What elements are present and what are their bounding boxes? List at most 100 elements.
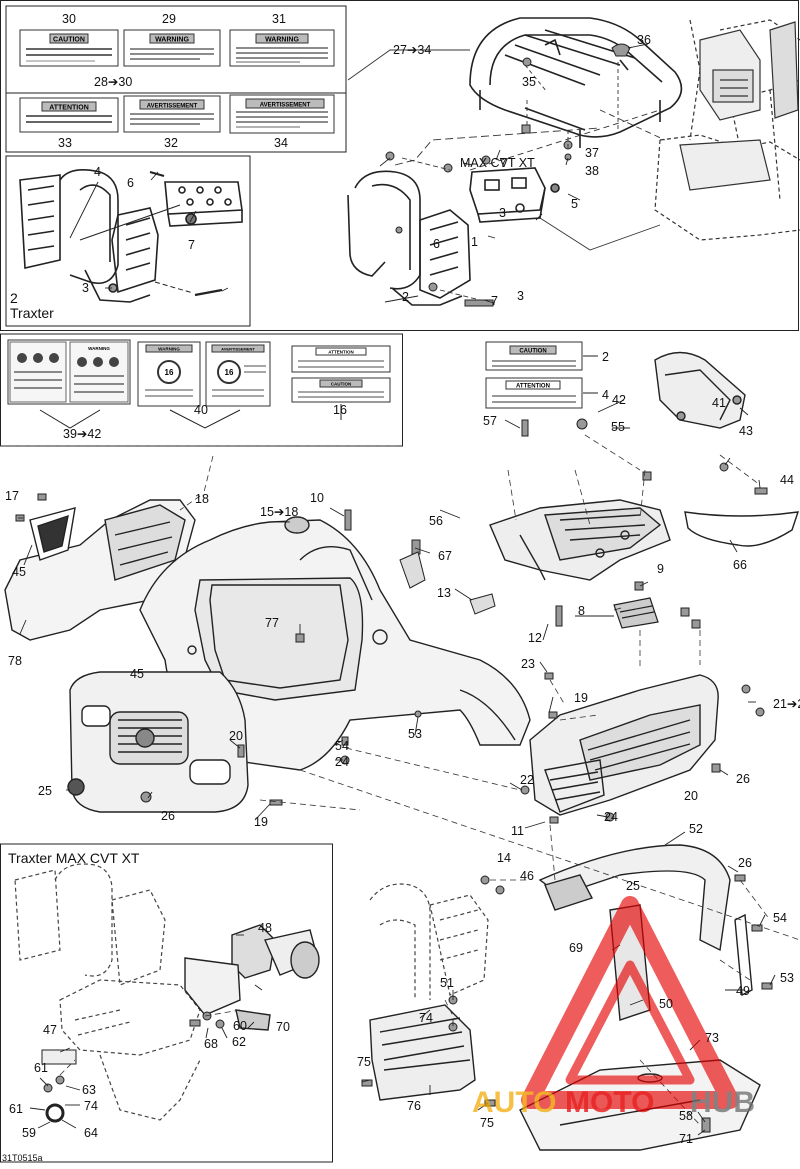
svg-text:CAUTION: CAUTION (331, 382, 352, 387)
callout-96: 64 (84, 1126, 98, 1140)
callout-55: 21➔22 (773, 697, 800, 711)
callout-8: 35 (522, 75, 536, 89)
callout-74: 54 (773, 911, 787, 925)
callout-82: 70 (276, 1020, 290, 1034)
callout-11: 38 (585, 164, 599, 178)
callout-37: 39➔42 (63, 427, 101, 441)
decal-panel-top (5, 5, 347, 153)
callout-64: 20 (684, 789, 698, 803)
watermark-triangle-inner (565, 960, 695, 1085)
rear-storage-tray-drawing (489, 499, 671, 581)
callout-60: 25 (38, 784, 52, 798)
callout-93: 75 (480, 1116, 494, 1130)
top-section-frame (0, 0, 799, 331)
shield-40-drawing (684, 511, 800, 547)
decal-31-title: WARNING (265, 37, 299, 44)
rear-fender-drawing (529, 674, 719, 816)
left-fender-drawing (4, 499, 196, 641)
callout-50: 77 (265, 616, 279, 630)
callout-1: 29 (162, 12, 176, 26)
callout-45: 67 (438, 549, 452, 563)
panel-title-traxter-max-bottom: Traxter MAX CVT XT (8, 850, 140, 866)
callout-30: 42 (612, 393, 626, 407)
callout-27: 2 (602, 350, 609, 364)
callout-25: 7 (491, 294, 498, 308)
callout-72: 25 (626, 879, 640, 893)
callout-69: 14 (497, 851, 511, 865)
callout-77: 49 (736, 984, 750, 998)
callout-34: 57 (483, 414, 497, 428)
bumper-inset-drawing (19, 169, 243, 303)
callout-7: 27➔34 (393, 43, 431, 57)
watermark-triangle-outer (521, 896, 739, 1109)
callout-4: 33 (58, 136, 72, 150)
callout-75: 69 (569, 941, 583, 955)
traxter-max-panel-bottom (0, 843, 333, 1163)
callout-42: 10 (310, 491, 324, 505)
callout-3: 28➔30 (94, 75, 132, 89)
decal-34-title: AVERTISSEMENT (260, 103, 311, 109)
callout-18: MAX CVT XT (460, 156, 535, 170)
callout-86: 73 (705, 1031, 719, 1045)
knob-36 (611, 43, 631, 57)
callout-44: 45 (12, 565, 26, 579)
callout-13: 6 (127, 176, 134, 190)
callout-38: 40 (194, 403, 208, 417)
callout-39: 16 (333, 403, 347, 417)
callout-12: 4 (94, 165, 101, 179)
fasteners-mid (15, 418, 773, 1133)
callout-89: 63 (82, 1083, 96, 1097)
callout-51: 12 (528, 631, 542, 645)
leader-lines-solid (18, 43, 776, 1136)
callout-14: 7 (188, 238, 195, 252)
callout-48: 13 (437, 586, 451, 600)
mid-decals: WARNING WARNING 16 AVERTISSEMENT 16 ATTE… (7, 339, 391, 429)
callout-29: 41 (712, 396, 726, 410)
watermark-brand-left: AUTO (472, 1086, 556, 1119)
top-decals: CAUTION WARNING WARNING ATTENTION AVERTI… (19, 29, 335, 134)
callout-36: 66 (733, 558, 747, 572)
callout-22: 5 (571, 197, 578, 211)
callout-46: 9 (657, 562, 664, 576)
callout-40: 17 (5, 489, 19, 503)
watermark-brand-mid: MOTO (565, 1086, 654, 1119)
callout-58: 54 (335, 739, 349, 753)
callout-61: 26 (161, 809, 175, 823)
callout-66: 11 (511, 824, 524, 838)
step-12-drawing (613, 597, 659, 629)
callout-41: 18 (195, 492, 209, 506)
svg-text:16: 16 (225, 368, 234, 377)
callout-52: 23 (521, 657, 535, 671)
skid-plate-58-drawing (369, 1004, 476, 1101)
winch-drawing (184, 924, 320, 1031)
callout-20: 6 (433, 237, 440, 251)
callout-88: 61 (34, 1061, 48, 1075)
callout-28: 4 (602, 388, 609, 402)
watermark-logo: AUTO MOTO HUB (472, 896, 755, 1119)
callout-47: 78 (8, 654, 22, 668)
callout-79: 51 (440, 976, 454, 990)
panel-title-max-cvt-xt: Traxter (10, 305, 54, 321)
callout-90: 61 (9, 1102, 23, 1116)
callout-68: 52 (689, 822, 703, 836)
svg-text:WARNING: WARNING (158, 347, 180, 352)
callout-33: 44 (780, 473, 794, 487)
callout-9: 36 (637, 33, 651, 47)
callout-15: 3 (82, 281, 89, 295)
callout-87: 75 (357, 1055, 371, 1069)
svg-text:AVERTISSEMENT: AVERTISSEMENT (221, 347, 255, 352)
traxter-max-panel-top (5, 155, 251, 327)
callout-57: 20 (229, 729, 243, 743)
panel-title-traxter: 2 (10, 290, 18, 306)
decal-32-title: AVERTISSEMENT (147, 104, 198, 110)
callout-21: 3 (499, 206, 506, 220)
fasteners-top (385, 43, 631, 307)
callout-62: 22 (520, 773, 534, 787)
watermark-brand-right: HUB (690, 1086, 755, 1119)
svg-text:16: 16 (165, 368, 174, 377)
bottom-inset-drawing (14, 863, 201, 1121)
callout-85: 62 (232, 1035, 246, 1049)
callout-76: 53 (780, 971, 794, 985)
